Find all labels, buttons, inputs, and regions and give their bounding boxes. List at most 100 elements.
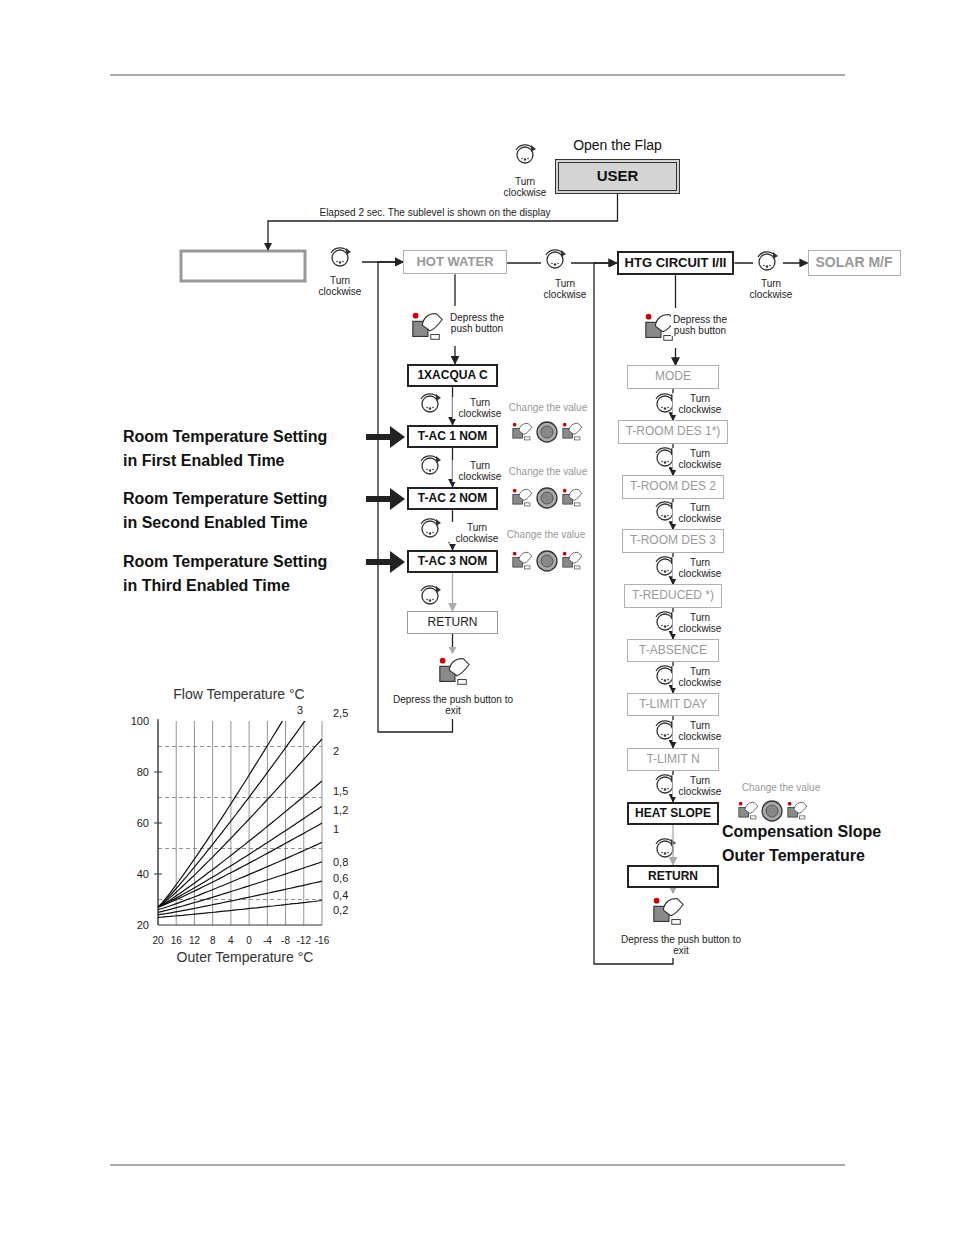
drawing-use bbox=[546, 250, 566, 268]
drawing-polygon bbox=[390, 488, 405, 510]
drawing-use bbox=[413, 313, 442, 339]
callout-text: Room Temperature Setting in Third Enable… bbox=[123, 550, 338, 598]
drawing-use bbox=[513, 423, 532, 440]
edge-label: Elapsed 2 sec. The sublevel is shown on … bbox=[319, 207, 550, 218]
curve-label: 0,4 bbox=[333, 889, 348, 901]
drawing-line bbox=[110, 75, 845, 76]
axis-number: 12 bbox=[189, 935, 200, 946]
drawing-rect bbox=[366, 496, 392, 502]
drawing-rect bbox=[366, 559, 392, 565]
instruction: Change the value bbox=[509, 466, 587, 477]
edge-label: Turn clockwise bbox=[673, 666, 728, 688]
drawing-use bbox=[513, 489, 532, 506]
instruction: Turn clockwise bbox=[313, 275, 368, 297]
curve-label: 3 bbox=[297, 704, 303, 716]
axis-number: -8 bbox=[281, 935, 290, 946]
drawing-use bbox=[762, 801, 782, 821]
arrowhead bbox=[449, 647, 457, 654]
drawing-g bbox=[366, 426, 405, 573]
grid-line bbox=[158, 746, 322, 747]
connector-line bbox=[734, 262, 807, 263]
drawing-use bbox=[563, 552, 582, 569]
edge-label: Turn clockwise bbox=[538, 278, 593, 300]
axis-title: Flow Temperature °C bbox=[173, 687, 304, 702]
box-label: T-LIMIT N bbox=[646, 753, 699, 766]
menu-item-box: HEAT SLOPE bbox=[627, 802, 719, 825]
drawing-use bbox=[421, 394, 441, 412]
axis-title: Outer Temperature °C bbox=[177, 950, 314, 965]
axis-number: 100 bbox=[131, 715, 149, 727]
menu-item-box: T-ROOM DES 2 bbox=[622, 475, 724, 498]
axis-number: 60 bbox=[137, 817, 149, 829]
drawing-use bbox=[788, 802, 807, 819]
menu-item-box: HTG CIRCUIT I/II bbox=[617, 251, 735, 275]
axis-number: 20 bbox=[137, 919, 149, 931]
drawing-use bbox=[758, 252, 778, 270]
drawing-use bbox=[537, 422, 557, 442]
axis-number: 0 bbox=[246, 935, 252, 946]
heating-curve bbox=[158, 721, 322, 907]
menu-item-box: RETURN bbox=[627, 865, 719, 888]
box-label: T-AC 1 NOM bbox=[418, 430, 487, 443]
curve-label: 0,6 bbox=[333, 872, 348, 884]
edge-label: Turn clockwise bbox=[673, 775, 728, 797]
instruction: Change the value bbox=[509, 402, 587, 413]
drawing-use bbox=[563, 423, 582, 440]
drawing-use bbox=[421, 456, 441, 474]
edge-label: Turn clockwise bbox=[673, 448, 728, 470]
drawing-rect bbox=[366, 434, 392, 440]
grid-line bbox=[249, 721, 250, 925]
box-label: HEAT SLOPE bbox=[635, 807, 711, 820]
drawing-polygon bbox=[390, 426, 405, 448]
axis-number: 80 bbox=[137, 766, 149, 778]
drawing-use bbox=[516, 145, 536, 163]
menu-item-box: SOLAR M/F bbox=[808, 250, 901, 275]
edge-label: Turn clockwise bbox=[673, 612, 728, 634]
box-label: T-ROOM DES 1*) bbox=[626, 425, 721, 438]
box-label: T-LIMIT DAY bbox=[639, 698, 707, 711]
curve-label: 0,2 bbox=[333, 904, 348, 916]
drawing-use bbox=[421, 519, 441, 537]
drawing-use bbox=[331, 248, 351, 266]
box-label: MODE bbox=[655, 370, 691, 383]
grid-line bbox=[285, 721, 286, 925]
drawing-rect bbox=[181, 251, 305, 281]
menu-item-box: HOT WATER bbox=[403, 250, 507, 274]
menu-item-box: T-AC 3 NOM bbox=[407, 550, 498, 573]
drawing-polygon bbox=[264, 243, 272, 251]
grid-line bbox=[176, 721, 177, 925]
drawing-use bbox=[537, 551, 557, 571]
instruction: Turn clockwise bbox=[498, 176, 553, 198]
edge-label: Turn clockwise bbox=[744, 278, 799, 300]
axis-number: 4 bbox=[228, 935, 234, 946]
box-label: T-AC 2 NOM bbox=[418, 492, 487, 505]
callout-text: Compensation Slope Outer Temperature bbox=[722, 820, 912, 868]
edge-label: Depress the push button to exit bbox=[619, 934, 744, 956]
box-label: USER bbox=[597, 168, 639, 185]
box-label: SOLAR M/F bbox=[816, 255, 893, 270]
x-axis bbox=[158, 924, 322, 925]
edge-label: Turn clockwise bbox=[453, 397, 508, 419]
menu-item-box: 1XACQUA C bbox=[407, 364, 498, 387]
drawing-use bbox=[421, 586, 441, 604]
axis-number: 8 bbox=[210, 935, 216, 946]
drawing-g bbox=[154, 655, 322, 925]
axis-number: 40 bbox=[137, 868, 149, 880]
box-label: RETURN bbox=[428, 616, 478, 629]
heating-curve bbox=[158, 901, 322, 918]
drawing-g bbox=[513, 422, 807, 821]
drawing-use bbox=[563, 489, 582, 506]
y-axis bbox=[157, 719, 158, 925]
drawing-use bbox=[513, 552, 532, 569]
menu-item-box: MODE bbox=[627, 365, 719, 388]
flow-connector bbox=[734, 262, 807, 263]
axis-number: 20 bbox=[152, 935, 163, 946]
curve-label: 1 bbox=[333, 823, 339, 835]
menu-item-box: T-ROOM DES 3 bbox=[622, 529, 724, 552]
menu-item-box: T-LIMIT N bbox=[627, 748, 719, 771]
box-label: T-ABSENCE bbox=[639, 644, 707, 657]
curve-label: 2 bbox=[333, 745, 339, 757]
box-label: T-ROOM DES 3 bbox=[630, 534, 716, 547]
menu-item-box: T-ROOM DES 1*) bbox=[618, 420, 729, 443]
grid-line bbox=[158, 797, 322, 798]
